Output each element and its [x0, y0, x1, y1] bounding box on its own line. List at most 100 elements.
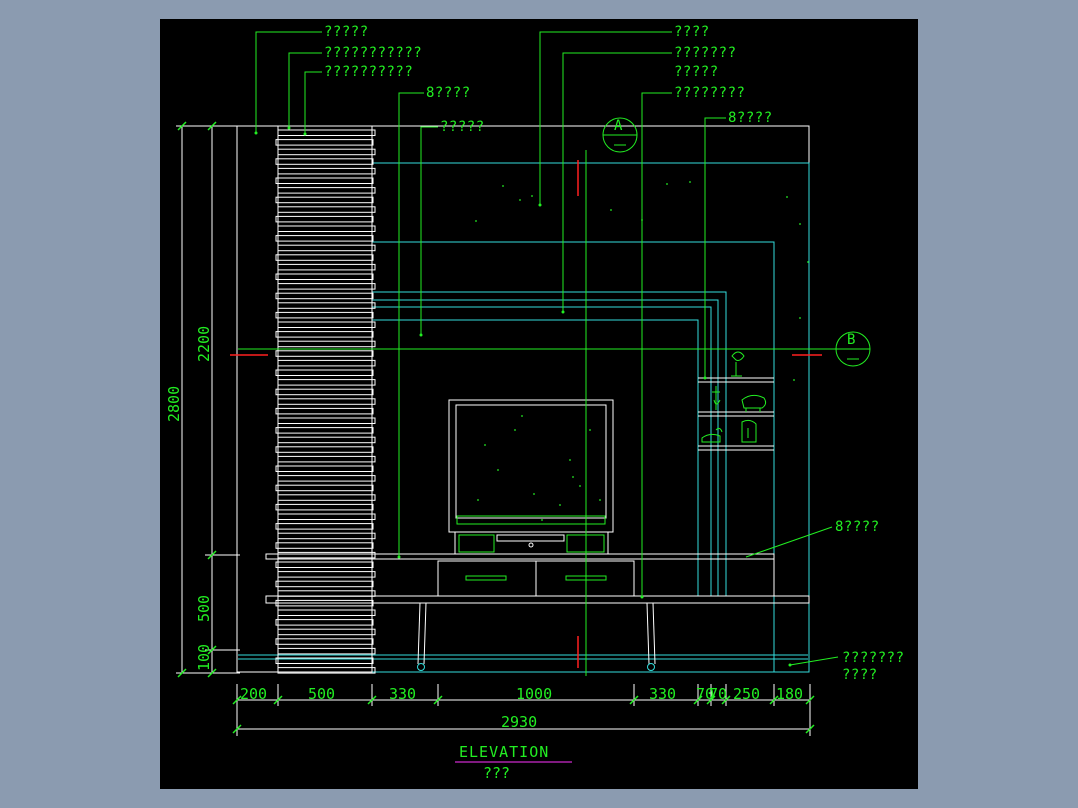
speckle [569, 459, 571, 461]
leader-dots [254, 126, 792, 667]
speckle [559, 504, 561, 506]
speckle [689, 181, 691, 183]
louver-slat [275, 465, 374, 472]
tv-cabinet [265, 553, 810, 671]
louver-slat [275, 561, 374, 568]
speckle [579, 485, 581, 487]
dim-250: 250 [733, 685, 761, 703]
dim-500-v: 500 [195, 594, 213, 622]
dim-330-left: 330 [389, 685, 417, 703]
black-canvas [160, 19, 918, 789]
louver-slat [275, 273, 374, 280]
louver-slat [275, 657, 374, 664]
speckle [533, 493, 535, 495]
louver-slat [277, 263, 376, 271]
label-top-left-3: ?????????? [324, 64, 414, 80]
speckle [786, 196, 788, 198]
louver-slat [275, 503, 374, 511]
louver-slat [277, 494, 376, 501]
louver-slat [275, 215, 374, 223]
speckle [475, 220, 477, 222]
speckle [541, 519, 543, 521]
louver-slat [277, 340, 376, 348]
louver-slat [277, 167, 376, 175]
louver-slat [277, 321, 376, 328]
speckle [793, 379, 795, 381]
louver-slat [277, 398, 376, 405]
label-shelf: 8???? [728, 110, 773, 126]
label-top-left-2: ??????????? [324, 45, 423, 61]
louver-slat [275, 446, 374, 453]
louver-column [275, 125, 376, 674]
louver-slat [275, 158, 374, 165]
dim-180: 180 [776, 685, 804, 703]
dimension-ticks [177, 121, 815, 734]
speckle [799, 317, 801, 319]
louver-slat [275, 292, 374, 300]
louver-slat [275, 235, 374, 242]
louver-slat [277, 129, 376, 136]
louver-slat [277, 379, 376, 386]
label-panel-1: 8???? [426, 85, 471, 101]
section-mark-a: A [614, 118, 623, 134]
louver-slat [277, 571, 376, 578]
label-top-right-3: ????? [674, 64, 719, 80]
louver-slat [277, 206, 376, 213]
texture-speckles [475, 181, 809, 521]
leader-lines [238, 31, 839, 676]
dim-70-a: 70 [696, 685, 715, 703]
speckle [521, 415, 523, 417]
louver-slat [277, 436, 376, 444]
louver-slat [275, 331, 374, 338]
louver-slat [275, 350, 374, 357]
dim-2800: 2800 [165, 385, 183, 422]
louver-slat [275, 484, 374, 492]
louver-slat [275, 619, 374, 626]
louver-slat [275, 196, 374, 204]
louver-slat [277, 244, 376, 252]
louver-slat [277, 513, 376, 520]
dim-2200: 2200 [195, 325, 213, 362]
shelf-ornaments [701, 351, 767, 443]
section-markers [602, 117, 871, 367]
speckle [589, 429, 591, 431]
speckle [599, 499, 601, 501]
louver-slat [277, 359, 376, 367]
speckle [514, 429, 516, 431]
dim-total: 2930 [501, 713, 538, 731]
dim-100-v: 100 [195, 643, 213, 671]
louver-slat [277, 417, 376, 424]
louver-slat [277, 302, 376, 309]
cut-marks [230, 160, 822, 668]
louver-slat [275, 139, 374, 146]
louver-slat [275, 177, 374, 184]
louver-slat [277, 187, 376, 194]
speckle [610, 209, 612, 211]
label-top-right-2: ??????? [674, 45, 737, 61]
louver-slat [275, 369, 374, 376]
section-mark-b: B [847, 332, 856, 348]
louver-slat [277, 283, 376, 290]
louver-slat [277, 667, 376, 674]
dim-1000: 1000 [516, 685, 553, 703]
dim-330-right: 330 [649, 685, 677, 703]
speckle [531, 195, 533, 197]
speckle [666, 183, 668, 185]
dim-70-b: 70 [709, 685, 728, 703]
louver-slat [275, 407, 374, 415]
louver-slat [277, 628, 376, 636]
speckle [477, 499, 479, 501]
louver-slat [277, 532, 376, 540]
speckle [799, 223, 801, 225]
speckle [519, 199, 521, 201]
speckle [807, 261, 809, 263]
louver-slat [277, 475, 376, 482]
drawing-subtitle: ??? [483, 764, 511, 782]
television [448, 399, 614, 555]
louver-slat [277, 647, 376, 655]
louver-slat [275, 523, 374, 530]
display-shelves [698, 377, 774, 451]
label-floor-2: ???? [842, 667, 878, 683]
